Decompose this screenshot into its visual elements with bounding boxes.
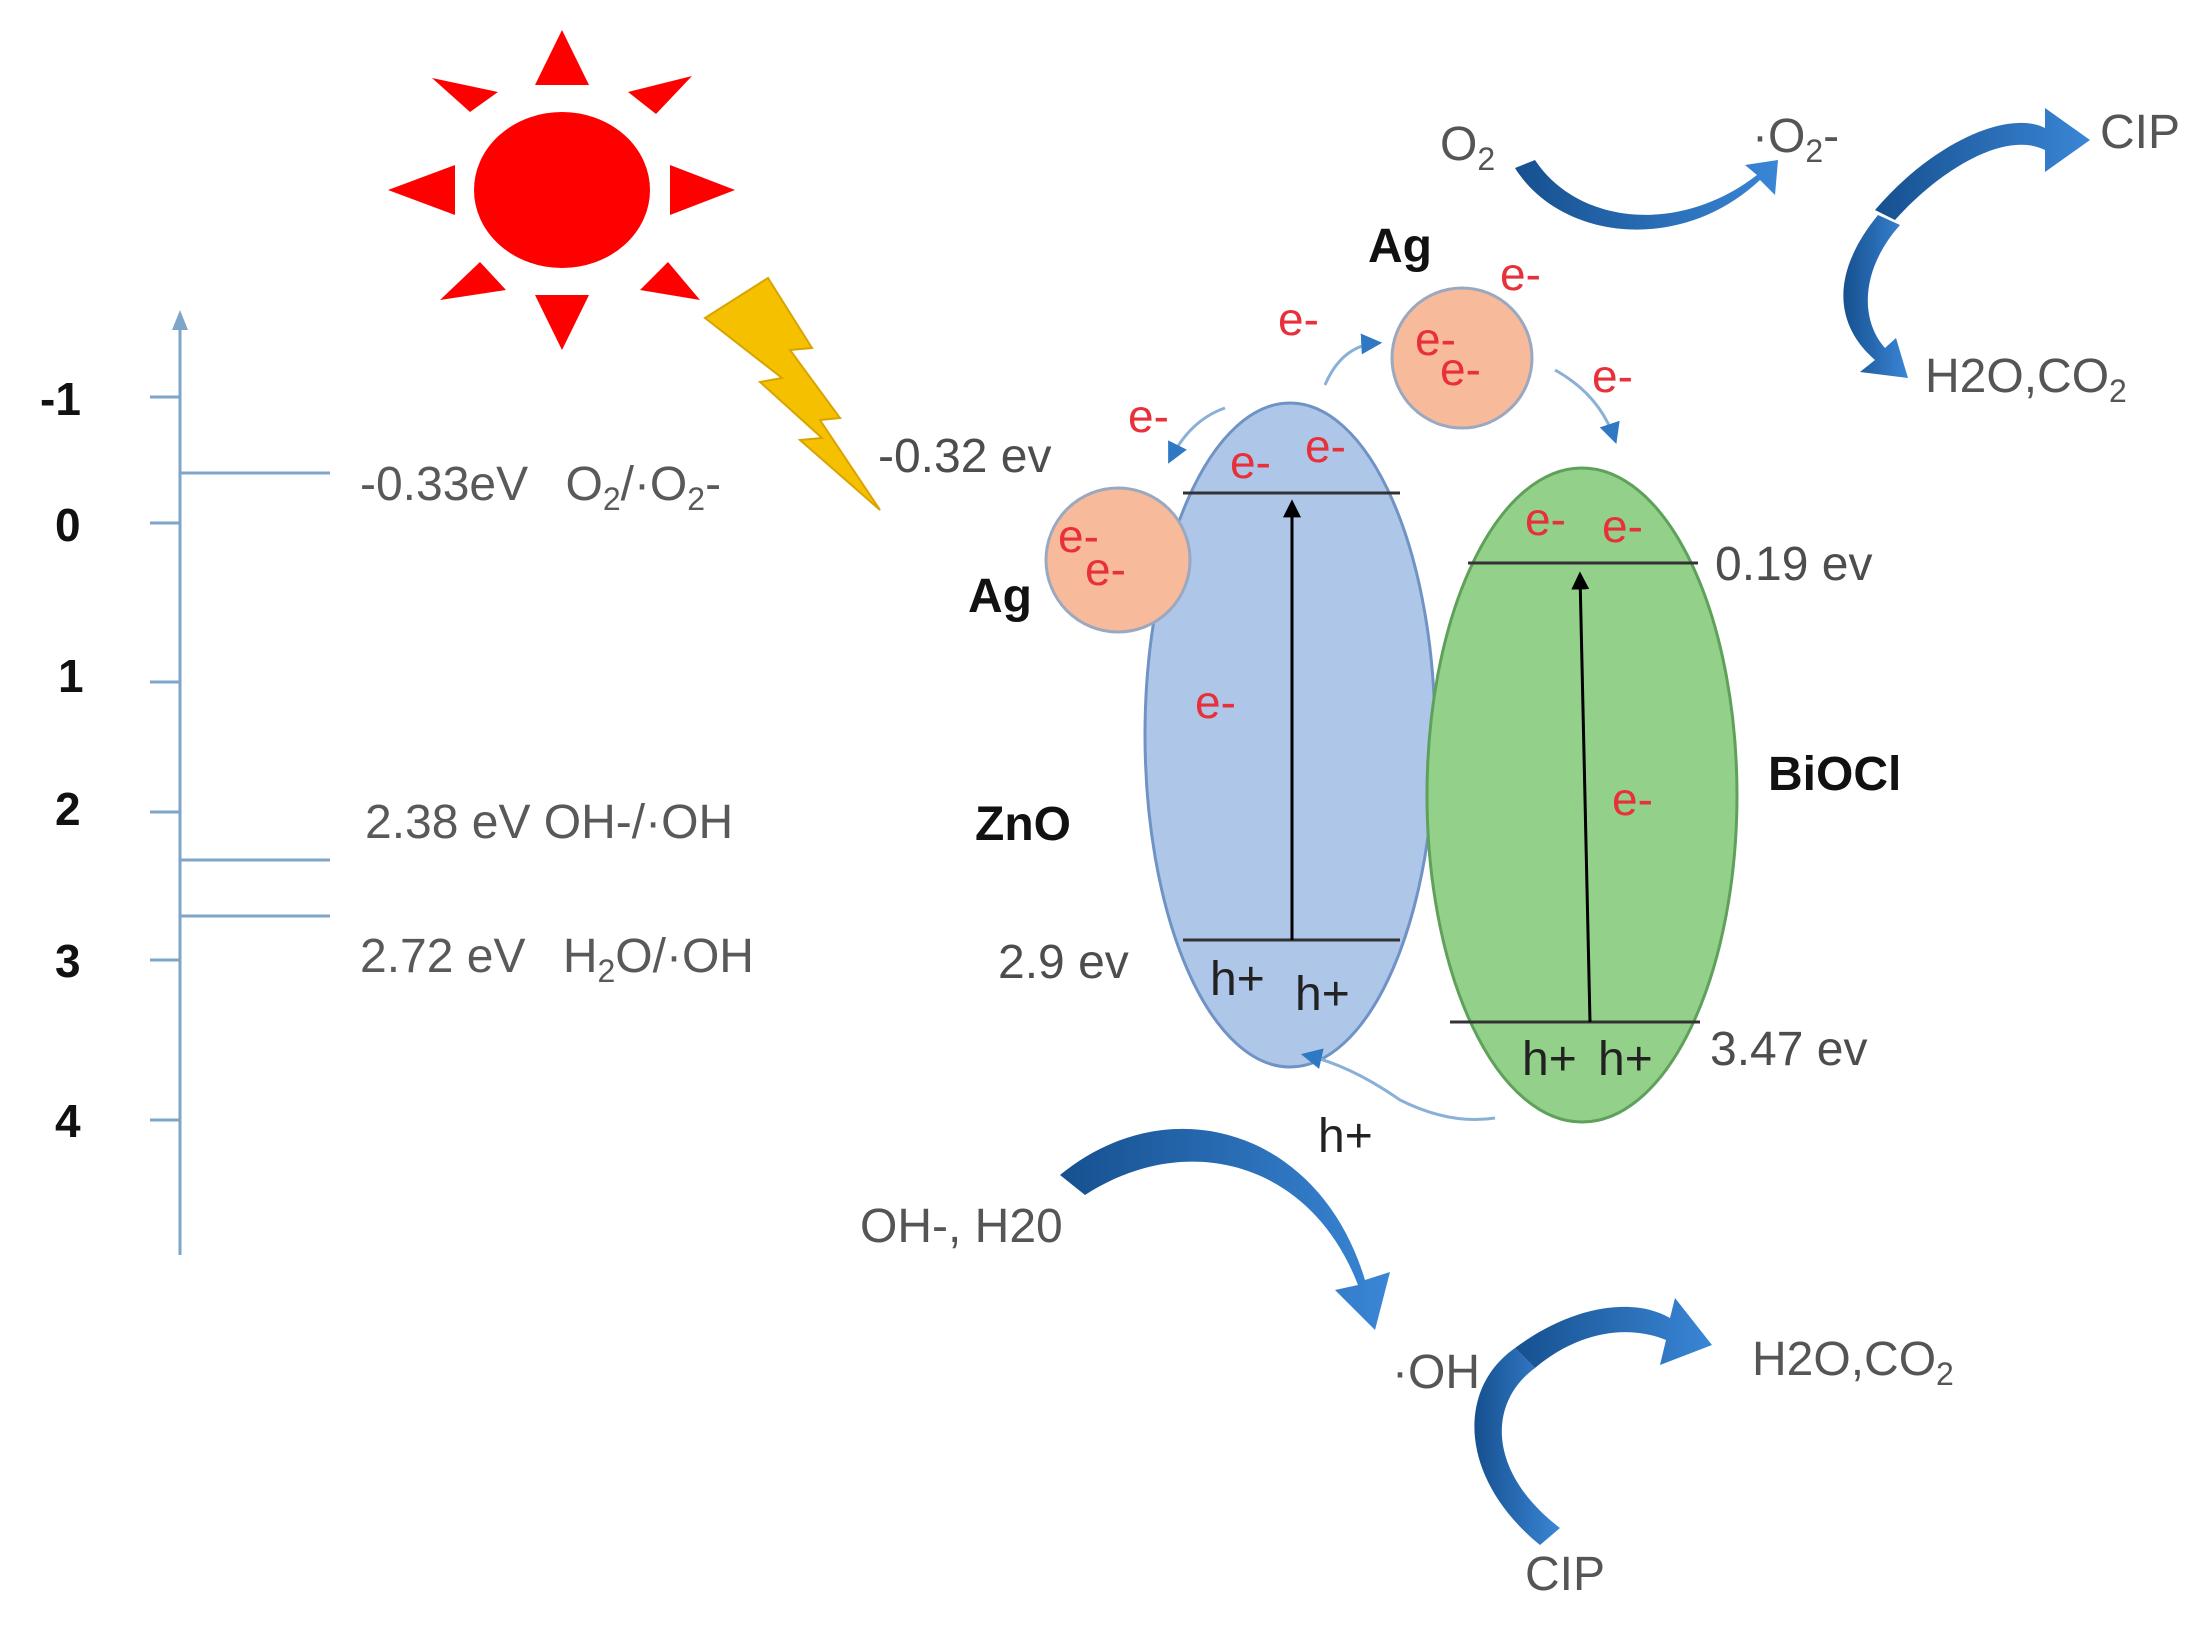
biocl-cb-electron: e- xyxy=(1525,493,1566,545)
zno-band: e- e- e- h+ h+ xyxy=(1143,401,1437,1069)
hole-transfer-label: h+ xyxy=(1318,1110,1373,1163)
transfer-electron: e- xyxy=(1278,293,1319,345)
zno-electron: e- xyxy=(1195,676,1236,728)
axis-arrowhead xyxy=(172,310,188,330)
ag-electron: e- xyxy=(1085,543,1126,595)
curved-arrow-icon xyxy=(1515,160,1778,230)
tick-label: 4 xyxy=(55,1095,81,1147)
product-label-top: H2O,CO2 xyxy=(1925,350,2127,409)
energy-axis: -1 0 1 2 3 4 -0.33eV O2/·O2- 2.38 eV OH-… xyxy=(40,310,754,1255)
lightning-bolt-icon xyxy=(703,276,881,511)
hydroxyl-label: ·OH xyxy=(1392,1346,1480,1399)
biocl-cb-electron: e- xyxy=(1602,500,1643,552)
biocl-label: BiOCl xyxy=(1768,748,1901,801)
ref-level-o2: -0.33eV O2/·O2- xyxy=(360,458,721,517)
zno-cb-electron: e- xyxy=(1305,420,1346,472)
biocl-cb-value: 0.19 ev xyxy=(1715,538,1872,591)
tick-label: 0 xyxy=(55,499,81,551)
o2-label: O2 xyxy=(1440,118,1495,177)
ag-electron: e- xyxy=(1500,248,1541,300)
zno-cb-electron: e- xyxy=(1230,436,1271,488)
ag-label: Ag xyxy=(968,570,1032,623)
electron-transfer-arrow xyxy=(1323,333,1383,386)
curved-arrow-icon xyxy=(1843,215,1908,378)
electron-transfer-arrow xyxy=(1168,406,1226,464)
electron-transfer-arrow xyxy=(1554,368,1620,444)
biocl-excitation-arrow xyxy=(1571,571,1592,1023)
zno-hole: h+ xyxy=(1210,953,1265,1006)
biocl-band: e- e- e- h+ h+ xyxy=(1425,466,1739,1124)
biocl-electron: e- xyxy=(1612,773,1653,825)
ag-electron: e- xyxy=(1415,313,1456,365)
ag-electron: e- xyxy=(1058,510,1099,562)
curved-arrow-icon xyxy=(1515,1298,1712,1368)
tick-label: -1 xyxy=(40,373,81,425)
tick-label: 3 xyxy=(55,935,81,987)
zno-label: ZnO xyxy=(975,798,1071,851)
biocl-hole: h+ xyxy=(1522,1033,1577,1086)
zno-ellipse xyxy=(1143,401,1437,1069)
ref-level-h2o: 2.72 eV H2O/·OH xyxy=(360,930,754,989)
tick-label: 1 xyxy=(58,650,84,702)
curved-arrow-icon xyxy=(1875,108,2090,220)
reactant-label-bottom: OH-, H20 xyxy=(860,1200,1063,1253)
ag-particle-left: e- e- xyxy=(1044,486,1192,634)
curved-arrow-icon xyxy=(1060,1128,1390,1330)
zno-cb-value: -0.32 ev xyxy=(878,430,1051,483)
cip-label-bottom: CIP xyxy=(1525,1548,1605,1601)
superoxide-label: ·O2- xyxy=(1752,110,1839,169)
biocl-ellipse xyxy=(1425,466,1739,1124)
biocl-vb-value: 3.47 ev xyxy=(1710,1023,1867,1076)
cip-label-top: CIP xyxy=(2100,106,2180,159)
ag-particle-top: e- e- xyxy=(1390,286,1534,430)
curved-arrow-icon xyxy=(1474,1348,1560,1545)
transfer-electron: e- xyxy=(1592,350,1633,402)
ag-electron: e- xyxy=(1440,343,1481,395)
sun-icon xyxy=(388,30,735,350)
zno-hole: h+ xyxy=(1295,968,1350,1021)
zno-vb-value: 2.9 ev xyxy=(998,936,1129,989)
hole-transfer-arrow xyxy=(1300,1048,1496,1122)
product-label-bottom: H2O,CO2 xyxy=(1752,1333,1954,1392)
biocl-hole: h+ xyxy=(1598,1033,1653,1086)
tick-label: 2 xyxy=(55,783,81,835)
ag-label: Ag xyxy=(1368,220,1432,273)
ref-level-oh: 2.38 eV OH-/·OH xyxy=(365,796,733,849)
transfer-electron: e- xyxy=(1128,390,1169,442)
